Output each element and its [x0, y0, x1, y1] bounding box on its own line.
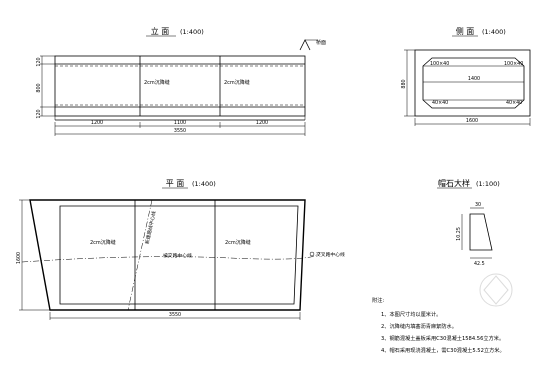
plan-title: 平 面	[166, 179, 185, 188]
plan-centerline-label-3: 交叉路中心线	[316, 251, 345, 258]
elevation-left-dim-1: 120	[36, 57, 42, 66]
detail-title: 帽石大样	[438, 178, 470, 188]
side-outer-box	[414, 49, 531, 117]
plan-centerline-label-2: 被交路中心线	[163, 252, 192, 259]
elevation-bottom-dim-1: 1200	[91, 120, 103, 126]
plan-joint-label-1: 2cm沉降缝	[90, 239, 116, 246]
elevation-bridge-marker	[299, 39, 311, 51]
elevation-outline	[54, 55, 306, 117]
plan-outline	[29, 199, 306, 311]
detail-section-shape	[469, 213, 493, 251]
plan-view: 平 面 (1:400) 2cm沉降缝 2cm沉降缝 新建路线中心线 被交路中心线…	[16, 179, 345, 320]
notes-block: 附注: 1、本图尺寸均以厘米计。 2、沉降缝内填塞沥青麻絮防水。 3、钢筋混凝土…	[372, 296, 505, 354]
plan-centerline-label-1: 新建路线中心线	[144, 210, 158, 244]
detail-height-dim: 10.25	[456, 227, 462, 241]
elevation-bottom-dim-3: 1200	[256, 120, 268, 126]
elevation-view: 立 面 (1:400) 桥面 2cm沉降缝 2cm沉降缝 120 800 120	[36, 26, 326, 136]
note-item-2: 2、沉降缝内填塞沥青麻絮防水。	[381, 322, 457, 330]
side-title: 侧 面	[456, 26, 475, 36]
side-view: 侧 面 (1:400) 100×40 100×40 40×40 40×40 14…	[401, 26, 531, 126]
plan-road-centerline	[21, 251, 321, 263]
coping-detail: 帽石大样 (1:100) 30 10.25 42.5	[437, 178, 500, 267]
note-item-3: 3、钢筋混凝土盖板采用C30混凝土1584.56立方米。	[381, 334, 504, 342]
side-height-dim: 880	[401, 79, 407, 88]
elevation-joint-label-1: 2cm沉降缝	[144, 79, 170, 86]
detail-top-dim: 30	[475, 202, 481, 208]
side-chamfer-label-tl: 100×40	[430, 61, 449, 67]
side-chamfer-label-tr: 100×40	[504, 61, 523, 67]
side-scale: (1:400)	[482, 28, 506, 36]
detail-bottom-dim: 42.5	[474, 261, 485, 267]
side-chamfer-label-bl: 40×40	[432, 100, 448, 106]
side-width-dim: 1600	[466, 118, 478, 124]
watermark-logo	[479, 273, 513, 307]
side-inner-dim: 1400	[468, 76, 480, 82]
elevation-total-dim: 3550	[174, 128, 186, 134]
plan-joint-label-2: 2cm沉降缝	[225, 239, 251, 246]
plan-width-dim: 3550	[169, 312, 181, 318]
elevation-bridge-label: 桥面	[316, 39, 326, 46]
elevation-left-dim-2: 800	[36, 83, 42, 92]
detail-scale: (1:100)	[476, 180, 500, 188]
note-item-1: 1、本图尺寸均以厘米计。	[381, 310, 441, 318]
elevation-bottom-dim-2: 1100	[174, 120, 186, 126]
plan-scale: (1:400)	[192, 180, 216, 188]
side-inner-opening	[422, 57, 525, 109]
elevation-scale: (1:400)	[180, 28, 204, 36]
plan-inner-outline	[59, 205, 299, 305]
elevation-joint-label-2: 2cm沉降缝	[224, 79, 250, 86]
plan-height-dim: 1600	[16, 252, 22, 264]
side-chamfer-label-br: 40×40	[506, 100, 522, 106]
plan-centerline-marker	[309, 251, 315, 257]
note-item-4: 4、帽石采用现浇混凝土，需C30混凝土5.52立方米。	[381, 346, 505, 354]
notes-heading: 附注:	[372, 296, 384, 304]
elevation-title: 立 面	[151, 26, 170, 36]
elevation-left-dim-3: 120	[36, 109, 42, 118]
plan-crossing-centerline	[127, 199, 153, 311]
